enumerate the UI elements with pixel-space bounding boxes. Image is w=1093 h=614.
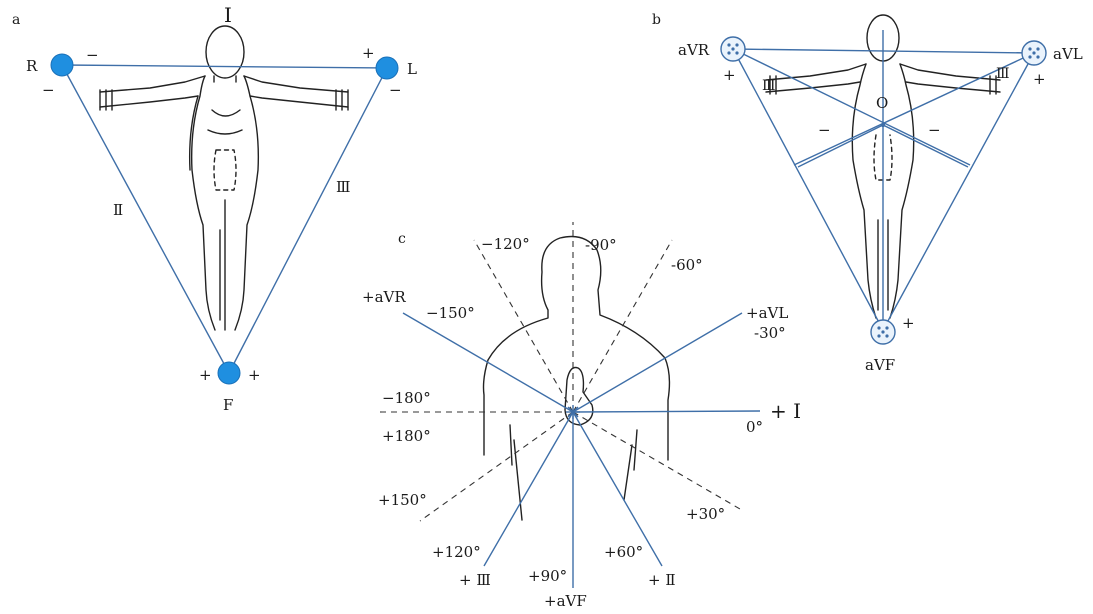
lead-III-label: Ⅲ <box>336 178 350 196</box>
aVR-plus: + <box>723 66 736 84</box>
lead-III-line <box>228 67 388 374</box>
aVL-axis-line <box>793 52 1035 166</box>
center-star <box>566 405 580 419</box>
axis-aVR <box>402 312 574 413</box>
panel-b-label: b <box>652 12 661 28</box>
electrode-R-label: R <box>26 57 38 75</box>
aVL-aVF-line <box>882 52 1035 331</box>
panel-a-body-figure <box>99 25 349 331</box>
b-arm-mark-right: Ⅲ <box>996 66 1010 82</box>
aVR-aVF-line <box>732 48 884 331</box>
lead-II-label: Ⅱ <box>113 201 123 219</box>
b-minus-right: − <box>928 121 941 139</box>
aVL-label: aVL <box>1053 45 1083 63</box>
ref-line-left <box>797 124 884 168</box>
panel-c-label: c <box>398 231 406 247</box>
electrode-F-label: F <box>223 396 233 414</box>
deg-pos150: +150° <box>378 491 427 509</box>
aVR-label: aVR <box>678 41 710 59</box>
axis-aVL <box>572 312 743 413</box>
dash-pos150 <box>419 411 574 522</box>
axis-lead-II <box>572 411 663 567</box>
label-plus-I: + I <box>770 399 801 423</box>
deg-pos90: +90° <box>528 567 567 585</box>
deg-neg150: −150° <box>426 304 475 322</box>
dash-neg60 <box>572 239 673 413</box>
sign-I-neg: − <box>86 46 99 64</box>
panel-b: b O aVR <box>652 12 1083 374</box>
deg-pos180: +180° <box>382 427 431 445</box>
ref-line-right <box>882 124 969 168</box>
sign-I-pos: + <box>362 44 375 62</box>
electrode-R <box>50 53 74 77</box>
dash-neg120 <box>473 239 574 413</box>
sign-II-pos: + <box>199 366 212 384</box>
sign-III-pos: + <box>248 366 261 384</box>
deg-0: 0° <box>746 418 763 436</box>
electrode-L-label: L <box>407 60 417 78</box>
axis-lead-III <box>483 411 574 567</box>
lead-I-line <box>61 64 388 69</box>
panel-a-label: a <box>12 12 20 28</box>
electrode-F <box>217 361 241 385</box>
deg-pos30: +30° <box>686 505 725 523</box>
electrode-L <box>375 56 399 80</box>
b-minus-left: − <box>818 121 831 139</box>
aVR-axis-line <box>732 48 971 166</box>
dash-pos30 <box>572 411 741 510</box>
b-arm-mark-left: Ⅲ <box>762 78 776 94</box>
aVF-label: aVF <box>865 356 895 374</box>
label-plus-aVR: +aVR <box>362 288 406 306</box>
panel-c: c −120° -90° -60° +aVR −150 <box>362 222 801 610</box>
panel-c-torso-figure <box>482 235 671 521</box>
sign-II-neg: − <box>42 81 55 99</box>
deg-neg30: -30° <box>754 324 786 342</box>
label-plus-aVF: +aVF <box>544 592 587 610</box>
label-plus-aVL: +aVL <box>746 304 788 322</box>
deg-neg180: −180° <box>382 389 431 407</box>
deg-neg90: -90° <box>585 236 617 254</box>
label-plus-II: + Ⅱ <box>648 571 676 589</box>
center-O-label: O <box>876 94 888 112</box>
label-plus-III: + Ⅲ <box>459 571 491 589</box>
deg-neg120: −120° <box>481 235 530 253</box>
deg-pos120: +120° <box>432 543 481 561</box>
lead-I-label: I <box>224 3 232 27</box>
panel-a: a R L F I Ⅱ Ⅲ − + − − + <box>12 3 417 414</box>
axis-lead-I <box>572 410 761 413</box>
aVL-plus: + <box>1033 70 1046 88</box>
deg-neg60: -60° <box>671 256 703 274</box>
aVF-plus: + <box>902 314 915 332</box>
lead-II-line <box>61 64 230 374</box>
center-O-point <box>880 122 886 128</box>
deg-pos60: +60° <box>604 543 643 561</box>
electrode-dots <box>727 43 1040 338</box>
sign-III-neg: − <box>389 81 402 99</box>
